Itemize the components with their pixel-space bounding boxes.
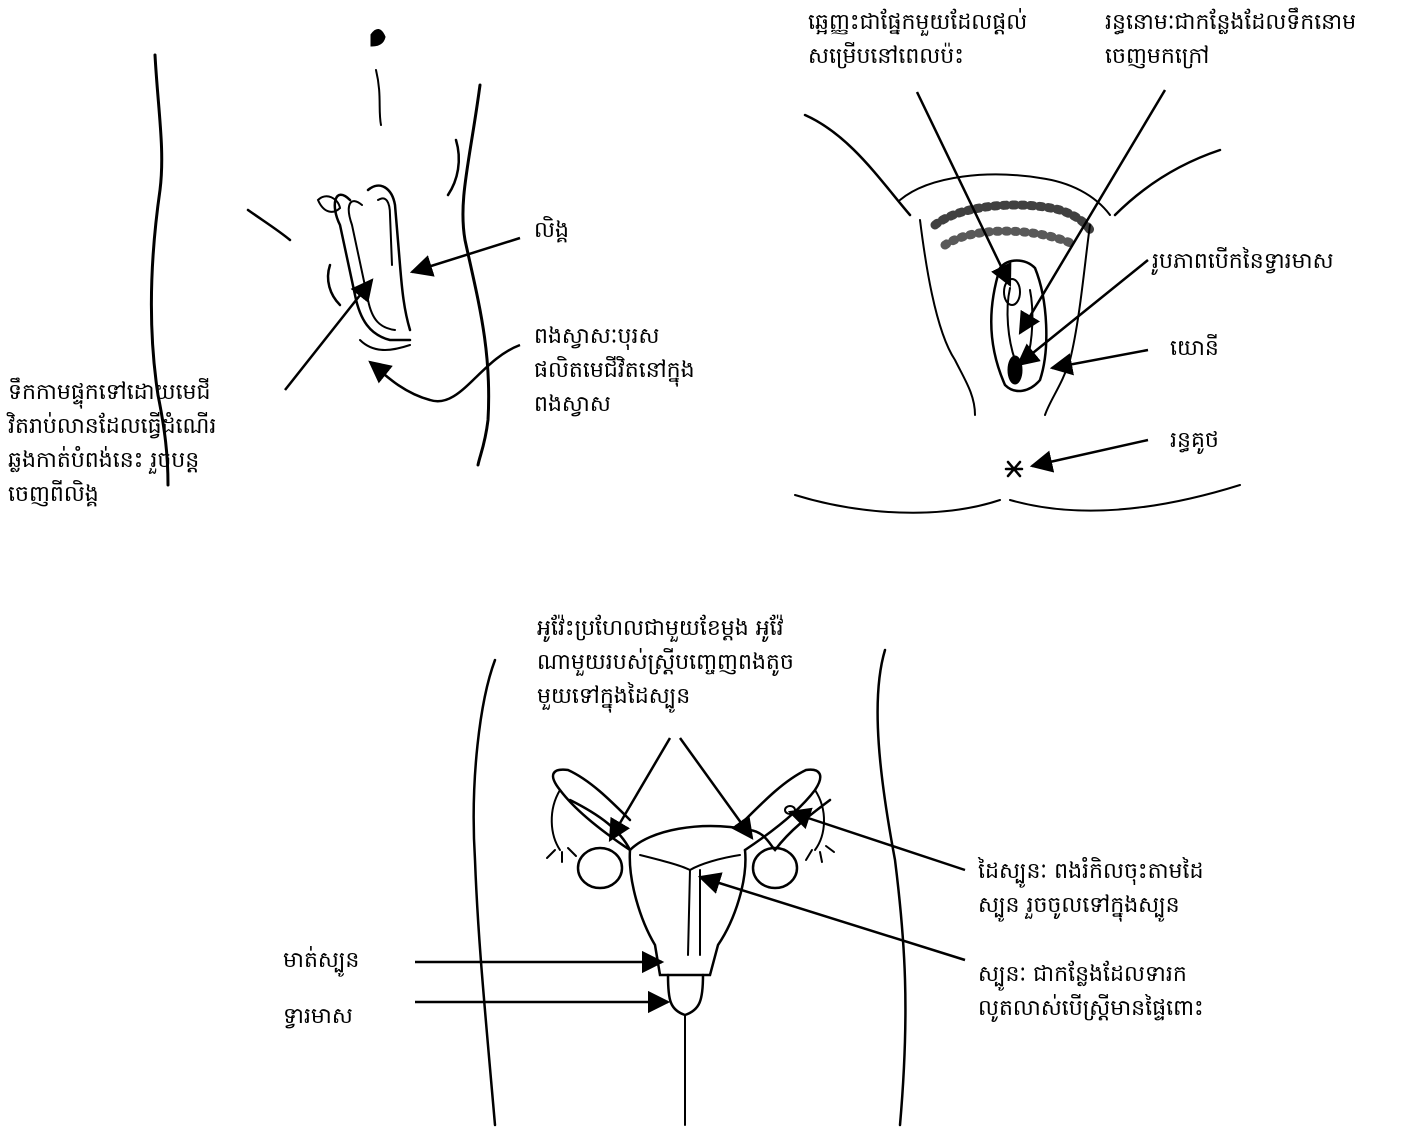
label-cervix: មាត់ស្បូន bbox=[283, 944, 359, 978]
label-vaginal-opening: រូបភាពបើកនៃទ្វារមាស bbox=[1152, 245, 1334, 279]
label-ovaries: អូវ៉ែះប្រហែលជាមួយខែម្តង អូវ៉ែ ណាមួយរបស់ស… bbox=[537, 612, 794, 714]
label-vulva: យោនី bbox=[1170, 332, 1219, 366]
label-fallopian-tubes: ដៃស្បូនៈ ពងរំកិលចុះតាមដៃ ស្បូន រួចចូលទៅក… bbox=[978, 855, 1203, 923]
label-vagina: ទ្វារមាស bbox=[283, 1000, 353, 1034]
label-penis: លិង្គ bbox=[534, 214, 569, 248]
female-internal-figure bbox=[474, 650, 906, 1125]
label-uterus: ស្បូនៈ ជាកន្លែងដែលទារក លូតលាស់បើស្ត្រីមា… bbox=[978, 958, 1204, 1026]
label-clitoris: ឆ្អេញ្ញះជាផ្នែកមួយដែលផ្តល់ សម្រើបនៅពេលប៉… bbox=[808, 6, 1027, 74]
label-semen: ទឹកកាមផ្ទុកទៅដោយមេជី វិតរាប់លានដែលធ្វើដំ… bbox=[8, 376, 216, 512]
label-urethra: រន្ធនោមៈជាកន្លែងដែលទឹកនោម ចេញមកក្រៅ bbox=[1105, 6, 1356, 74]
label-testes: ពងស្វាសៈបុរស ផលិតមេជីវិតនៅក្នុង ពងស្វាស bbox=[534, 320, 695, 422]
label-anus: រន្ធគូថ bbox=[1170, 424, 1219, 458]
